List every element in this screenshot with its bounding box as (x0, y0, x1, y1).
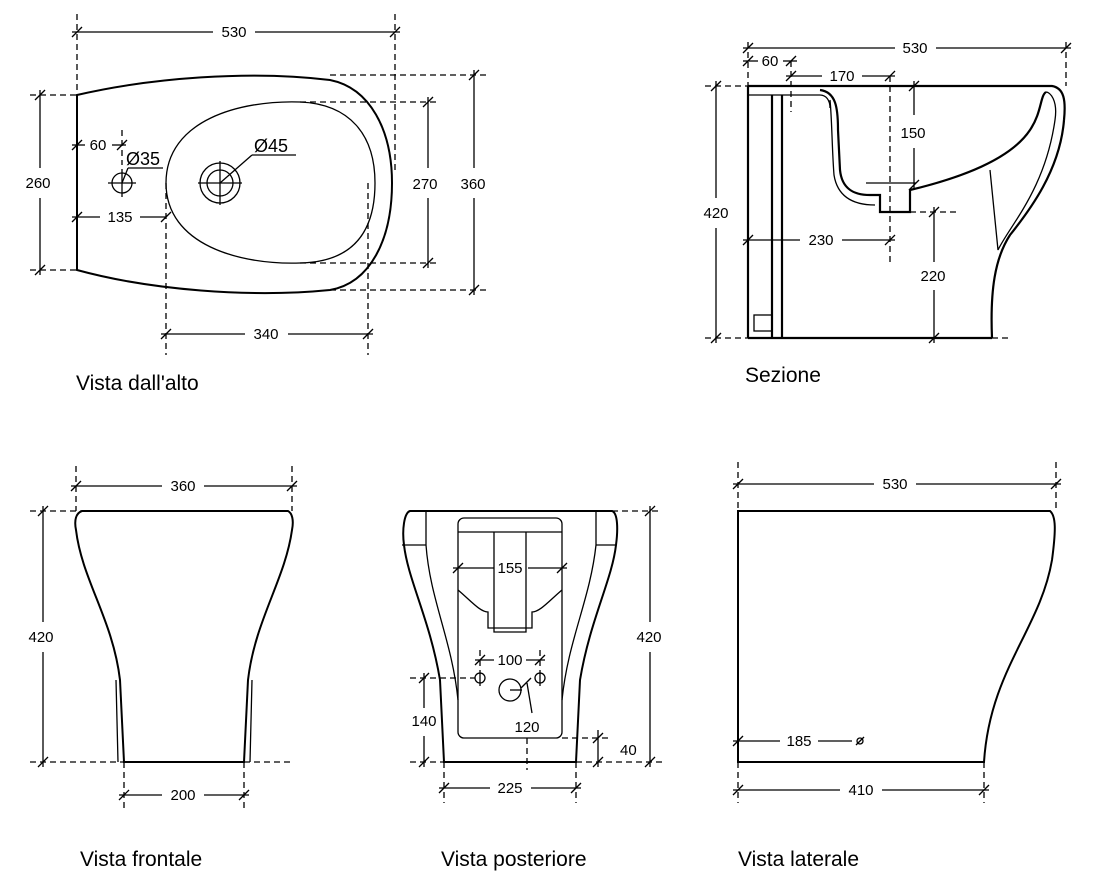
dim-top-340: 340 (253, 326, 278, 343)
caption-section: Sezione (745, 364, 821, 387)
dim-section-60: 60 (762, 53, 779, 70)
dim-back-40: 40 (620, 742, 637, 759)
front-view-outline (74, 510, 294, 763)
dim-top-260: 260 (25, 175, 50, 192)
caption-side-view: Vista laterale (738, 848, 859, 871)
side-fixing-hole (856, 737, 864, 745)
top-view-outline (76, 74, 394, 295)
top-view-bowl (165, 101, 376, 264)
dim-top-530: 530 (221, 24, 246, 41)
front-view: 360 420 200 Vista frontale (28, 466, 298, 871)
side-view: 530 185 410 Vista laterale (732, 462, 1062, 871)
dim-section-150: 150 (900, 125, 925, 142)
dim-section-420: 420 (703, 205, 728, 222)
dim-top-60: 60 (90, 137, 107, 154)
dim-side-185: 185 (786, 733, 811, 750)
dim-front-360: 360 (170, 478, 195, 495)
dim-back-100: 100 (497, 652, 522, 669)
caption-back-view: Vista posteriore (441, 848, 587, 871)
back-cavity (457, 517, 563, 739)
dim-back-140: 140 (411, 713, 436, 730)
dim-top-d45: Ø45 (254, 136, 288, 156)
caption-top-view: Vista dall'alto (76, 372, 199, 395)
dim-section-220: 220 (920, 268, 945, 285)
dim-side-410: 410 (848, 782, 873, 799)
side-view-outline (737, 510, 1056, 763)
dim-back-120: 120 (514, 719, 539, 736)
dim-front-420: 420 (28, 629, 53, 646)
dim-section-170: 170 (829, 68, 854, 85)
dim-section-530: 530 (902, 40, 927, 57)
caption-front-view: Vista frontale (80, 848, 202, 871)
dim-front-200: 200 (170, 787, 195, 804)
dim-top-360: 360 (460, 176, 485, 193)
section-pipe (753, 314, 773, 332)
section-view: 530 60 170 150 420 230 (703, 40, 1072, 387)
dim-top-270: 270 (412, 176, 437, 193)
dim-top-d35: Ø35 (126, 149, 160, 169)
top-view: 530 260 60 Ø35 Ø45 135 (25, 14, 488, 395)
dim-section-230: 230 (808, 232, 833, 249)
dim-top-135: 135 (107, 209, 132, 226)
dim-back-225: 225 (497, 780, 522, 797)
dim-side-530: 530 (882, 476, 907, 493)
dim-back-155: 155 (497, 560, 522, 577)
back-view: 155 100 420 140 120 40 (402, 505, 662, 871)
dim-back-420: 420 (636, 629, 661, 646)
section-bowl (819, 88, 1047, 214)
section-back-wall (746, 86, 784, 338)
